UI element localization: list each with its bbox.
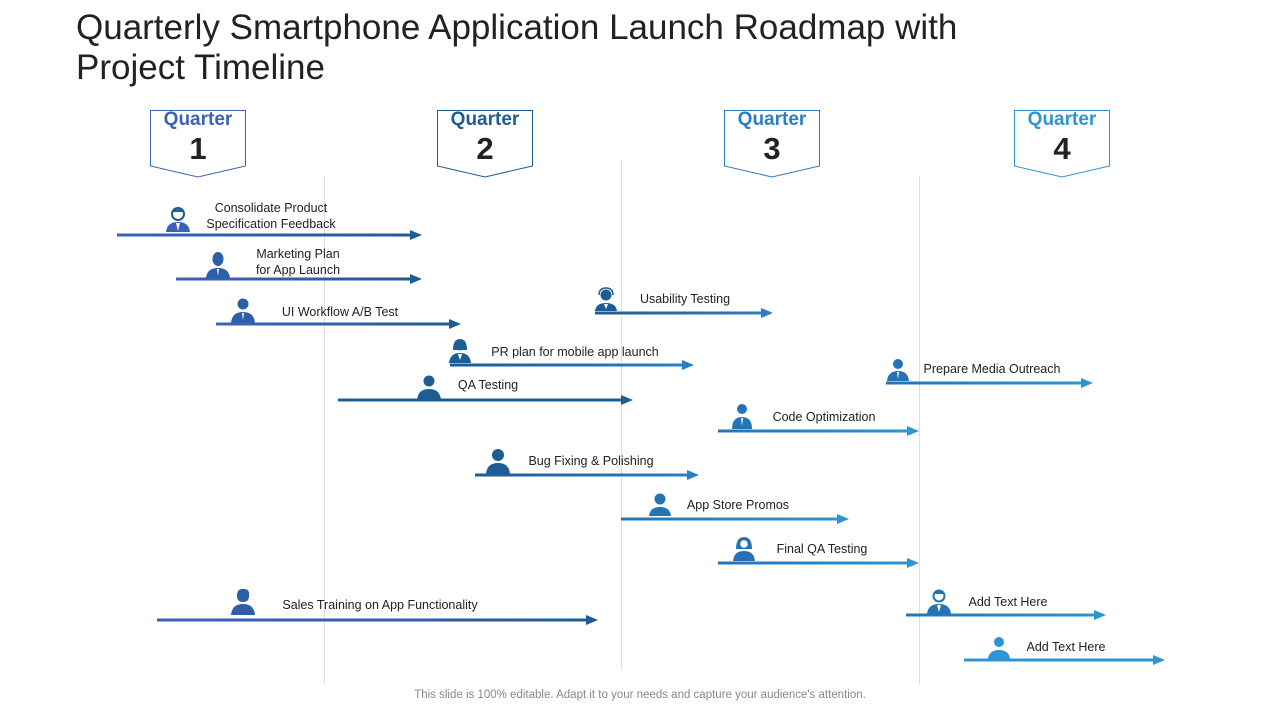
quarter-4-header: Quarter 4 bbox=[1014, 110, 1110, 178]
task-arrow-code-optimization bbox=[718, 426, 919, 436]
task-label: Marketing Plan for App Launch bbox=[238, 246, 358, 278]
quarter-3-header: Quarter 3 bbox=[724, 110, 820, 178]
task-label: Sales Training on App Functionality bbox=[282, 598, 478, 612]
quarter-1-header: Quarter 1 bbox=[150, 110, 246, 178]
title-line-1: Quarterly Smartphone Application Launch … bbox=[76, 8, 958, 47]
task-label: Prepare Media Outreach bbox=[923, 362, 1061, 376]
task-label: Bug Fixing & Polishing bbox=[528, 454, 654, 468]
user-tie-icon bbox=[732, 404, 752, 429]
task-label: Usability Testing bbox=[639, 292, 731, 306]
user-tie-icon bbox=[231, 298, 255, 323]
quarter-3-label: Quarter bbox=[737, 109, 807, 130]
task-arrow-usability-testing bbox=[595, 308, 773, 318]
task-label: UI Workflow A/B Test bbox=[281, 305, 399, 319]
task-arrow-ui-workflow bbox=[216, 319, 461, 329]
task-label-line: Specification Feedback bbox=[206, 217, 336, 231]
task-label: PR plan for mobile app launch bbox=[491, 345, 659, 359]
quarter-3-number: 3 bbox=[763, 131, 781, 166]
task-arrow-add-text-2 bbox=[964, 655, 1165, 665]
pentagon-outline-icon bbox=[1014, 110, 1110, 178]
task-arrow-media-outreach bbox=[886, 378, 1093, 388]
user-icon bbox=[649, 493, 671, 516]
quarter-2-label: Quarter bbox=[450, 109, 520, 130]
task-label: Final QA Testing bbox=[776, 542, 868, 556]
divider-q1-q2 bbox=[324, 176, 325, 684]
task-arrow-bug-fixing bbox=[475, 470, 699, 480]
task-arrow-final-qa bbox=[718, 558, 919, 568]
support-agent-icon bbox=[595, 287, 617, 311]
pentagon-outline-icon bbox=[724, 110, 820, 178]
task-arrow-consolidate-feedback bbox=[117, 230, 422, 240]
quarter-1-number: 1 bbox=[189, 131, 207, 166]
task-label: Code Optimization bbox=[772, 410, 876, 424]
task-arrow-app-store-promos bbox=[621, 514, 849, 524]
user-icon bbox=[988, 637, 1010, 659]
task-label: Add Text Here bbox=[968, 595, 1048, 609]
divider-q2-q3 bbox=[621, 160, 622, 670]
pentagon-outline-icon bbox=[437, 110, 533, 178]
quarter-4-label: Quarter bbox=[1027, 109, 1097, 130]
task-label: Add Text Here bbox=[1026, 640, 1106, 654]
page-title: Quarterly Smartphone Application Launch … bbox=[76, 8, 1176, 88]
task-label: QA Testing bbox=[457, 378, 519, 392]
user-tie-icon bbox=[887, 359, 909, 381]
woman-icon bbox=[733, 537, 755, 561]
user-tie-icon bbox=[206, 252, 230, 278]
pentagon-outline-icon bbox=[150, 110, 246, 178]
quarter-2-header: Quarter 2 bbox=[437, 110, 533, 178]
task-arrow-add-text-1 bbox=[906, 610, 1106, 620]
quarter-2-number: 2 bbox=[476, 131, 494, 166]
quarter-1-label: Quarter bbox=[163, 109, 233, 130]
task-label: Consolidate Product Specification Feedba… bbox=[196, 200, 346, 232]
businesswoman-icon bbox=[449, 339, 471, 363]
task-label-line: Consolidate Product bbox=[214, 201, 328, 215]
divider-q3-q4 bbox=[919, 176, 920, 684]
task-arrow-pr-plan bbox=[450, 360, 694, 370]
task-arrow-sales-training bbox=[157, 615, 598, 625]
task-arrow-qa-testing bbox=[338, 395, 633, 405]
task-label-line: for App Launch bbox=[255, 263, 341, 277]
title-line-2: Project Timeline bbox=[76, 48, 325, 87]
task-label: App Store Promos bbox=[686, 498, 790, 512]
user-icon bbox=[417, 375, 441, 400]
user-icon bbox=[486, 449, 510, 474]
task-arrow-marketing-plan bbox=[176, 274, 422, 284]
businessman-icon bbox=[166, 207, 190, 232]
user-icon bbox=[231, 588, 255, 615]
footer-note: This slide is 100% editable. Adapt it to… bbox=[414, 689, 866, 701]
quarter-4-number: 4 bbox=[1053, 131, 1071, 166]
task-label-line: Marketing Plan bbox=[256, 247, 340, 261]
businessman-icon bbox=[927, 589, 951, 614]
